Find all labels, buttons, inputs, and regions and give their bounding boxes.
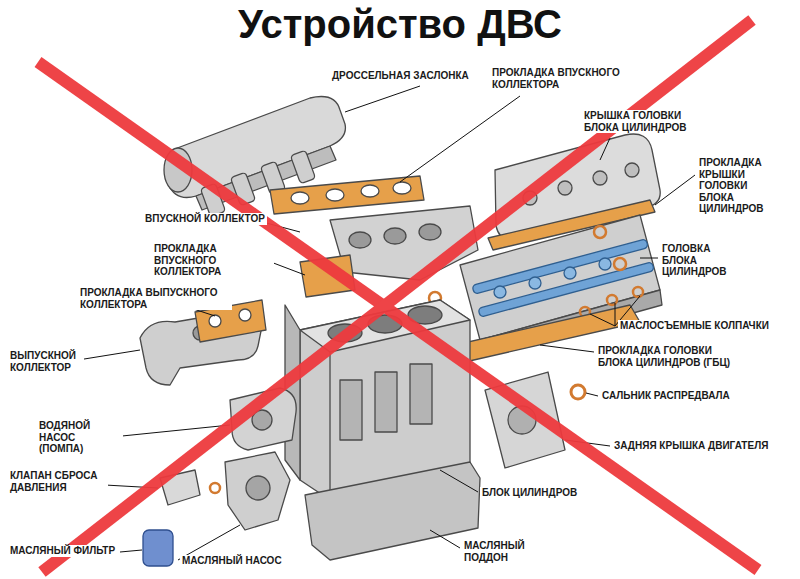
red-cross xyxy=(38,20,758,572)
part-label: ПРОКЛАДКА ГОЛОВКИ БЛОКА ЦИЛИНДРОВ (ГБЦ) xyxy=(596,345,740,368)
part-label: МАСЛЯНЫЙ ПОДДОН xyxy=(462,540,532,563)
oil-pump xyxy=(225,452,290,530)
part-label: ПРОКЛАДКА ВЫПУСКНОГО КОЛЛЕКТОРА xyxy=(78,287,232,310)
part-label: ГОЛОВКА БЛОКА ЦИЛИНДРОВ xyxy=(660,243,736,278)
part-label: ПРОКЛАДКА ВПУСКНОГО КОЛЛЕКТОРА xyxy=(490,67,622,90)
part-label: САЛЬНИК РАСПРЕДВАЛА xyxy=(600,390,732,402)
part-label: ЗАДНЯЯ КРЫШКА ДВИГАТЕЛЯ xyxy=(612,440,770,452)
part-label: БЛОК ЦИЛИНДРОВ xyxy=(480,487,579,499)
part-label: ВЫПУСКНОЙ КОЛЛЕКТОР xyxy=(8,350,84,373)
oil-filter xyxy=(143,530,173,566)
part-label: ВПУСКНОЙ КОЛЛЕКТОР xyxy=(143,213,267,225)
diagram-title: Устройство ДВС xyxy=(0,2,800,46)
oil-pan xyxy=(305,462,480,560)
part-label: ДРОССЕЛЬНАЯ ЗАСЛОНКА xyxy=(330,70,471,82)
part-label: КРЫШКА ГОЛОВКИ БЛОКА ЦИЛИНДРОВ xyxy=(582,110,690,133)
part-label: ВОДЯНОЙ НАСОС (ПОМПА) xyxy=(37,420,123,455)
part-label: КЛАПАН СБРОСА ДАВЛЕНИЯ xyxy=(8,470,108,493)
part-label: МАСЛЯНЫЙ НАСОС xyxy=(180,555,284,567)
part-label: МАСЛОСЪЕМНЫЕ КОЛПАЧКИ xyxy=(618,320,771,332)
part-label: ПРОКЛАДКА ВПУСКНОГО КОЛЛЕКТОРА xyxy=(152,243,274,278)
part-label: ПРОКЛАДКА КРЫШКИ ГОЛОВКИ БЛОКА ЦИЛИНДРОВ xyxy=(697,157,773,215)
part-label: МАСЛЯНЫЙ ФИЛЬТР xyxy=(8,545,117,557)
